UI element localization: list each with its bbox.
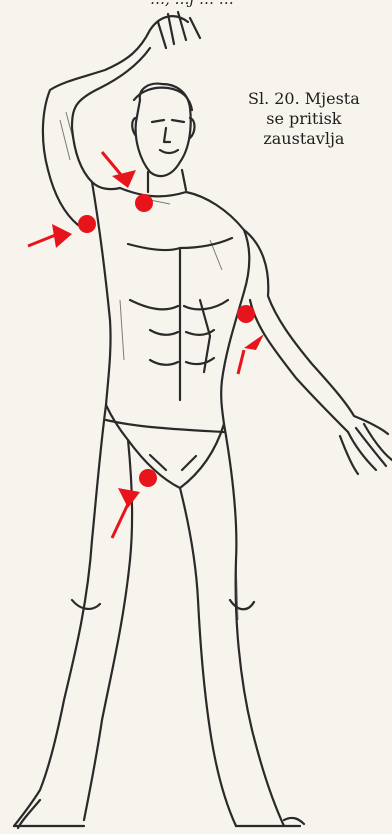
arrowhead-groin [118, 488, 140, 508]
arrow-groin [112, 504, 128, 538]
arrowhead-neck [112, 170, 136, 188]
arrow-neck [102, 152, 122, 176]
pressure-point-upper-arm [237, 305, 255, 323]
arrowhead-armpit [52, 224, 72, 248]
pressure-point-neck [135, 194, 153, 212]
body-outline [14, 12, 392, 828]
pressure-point-groin [139, 469, 157, 487]
arrow-upper-arm [238, 350, 244, 374]
pressure-point-armpit [78, 215, 96, 233]
arrow-armpit [28, 234, 58, 246]
arrowhead-upper-arm [244, 334, 264, 350]
